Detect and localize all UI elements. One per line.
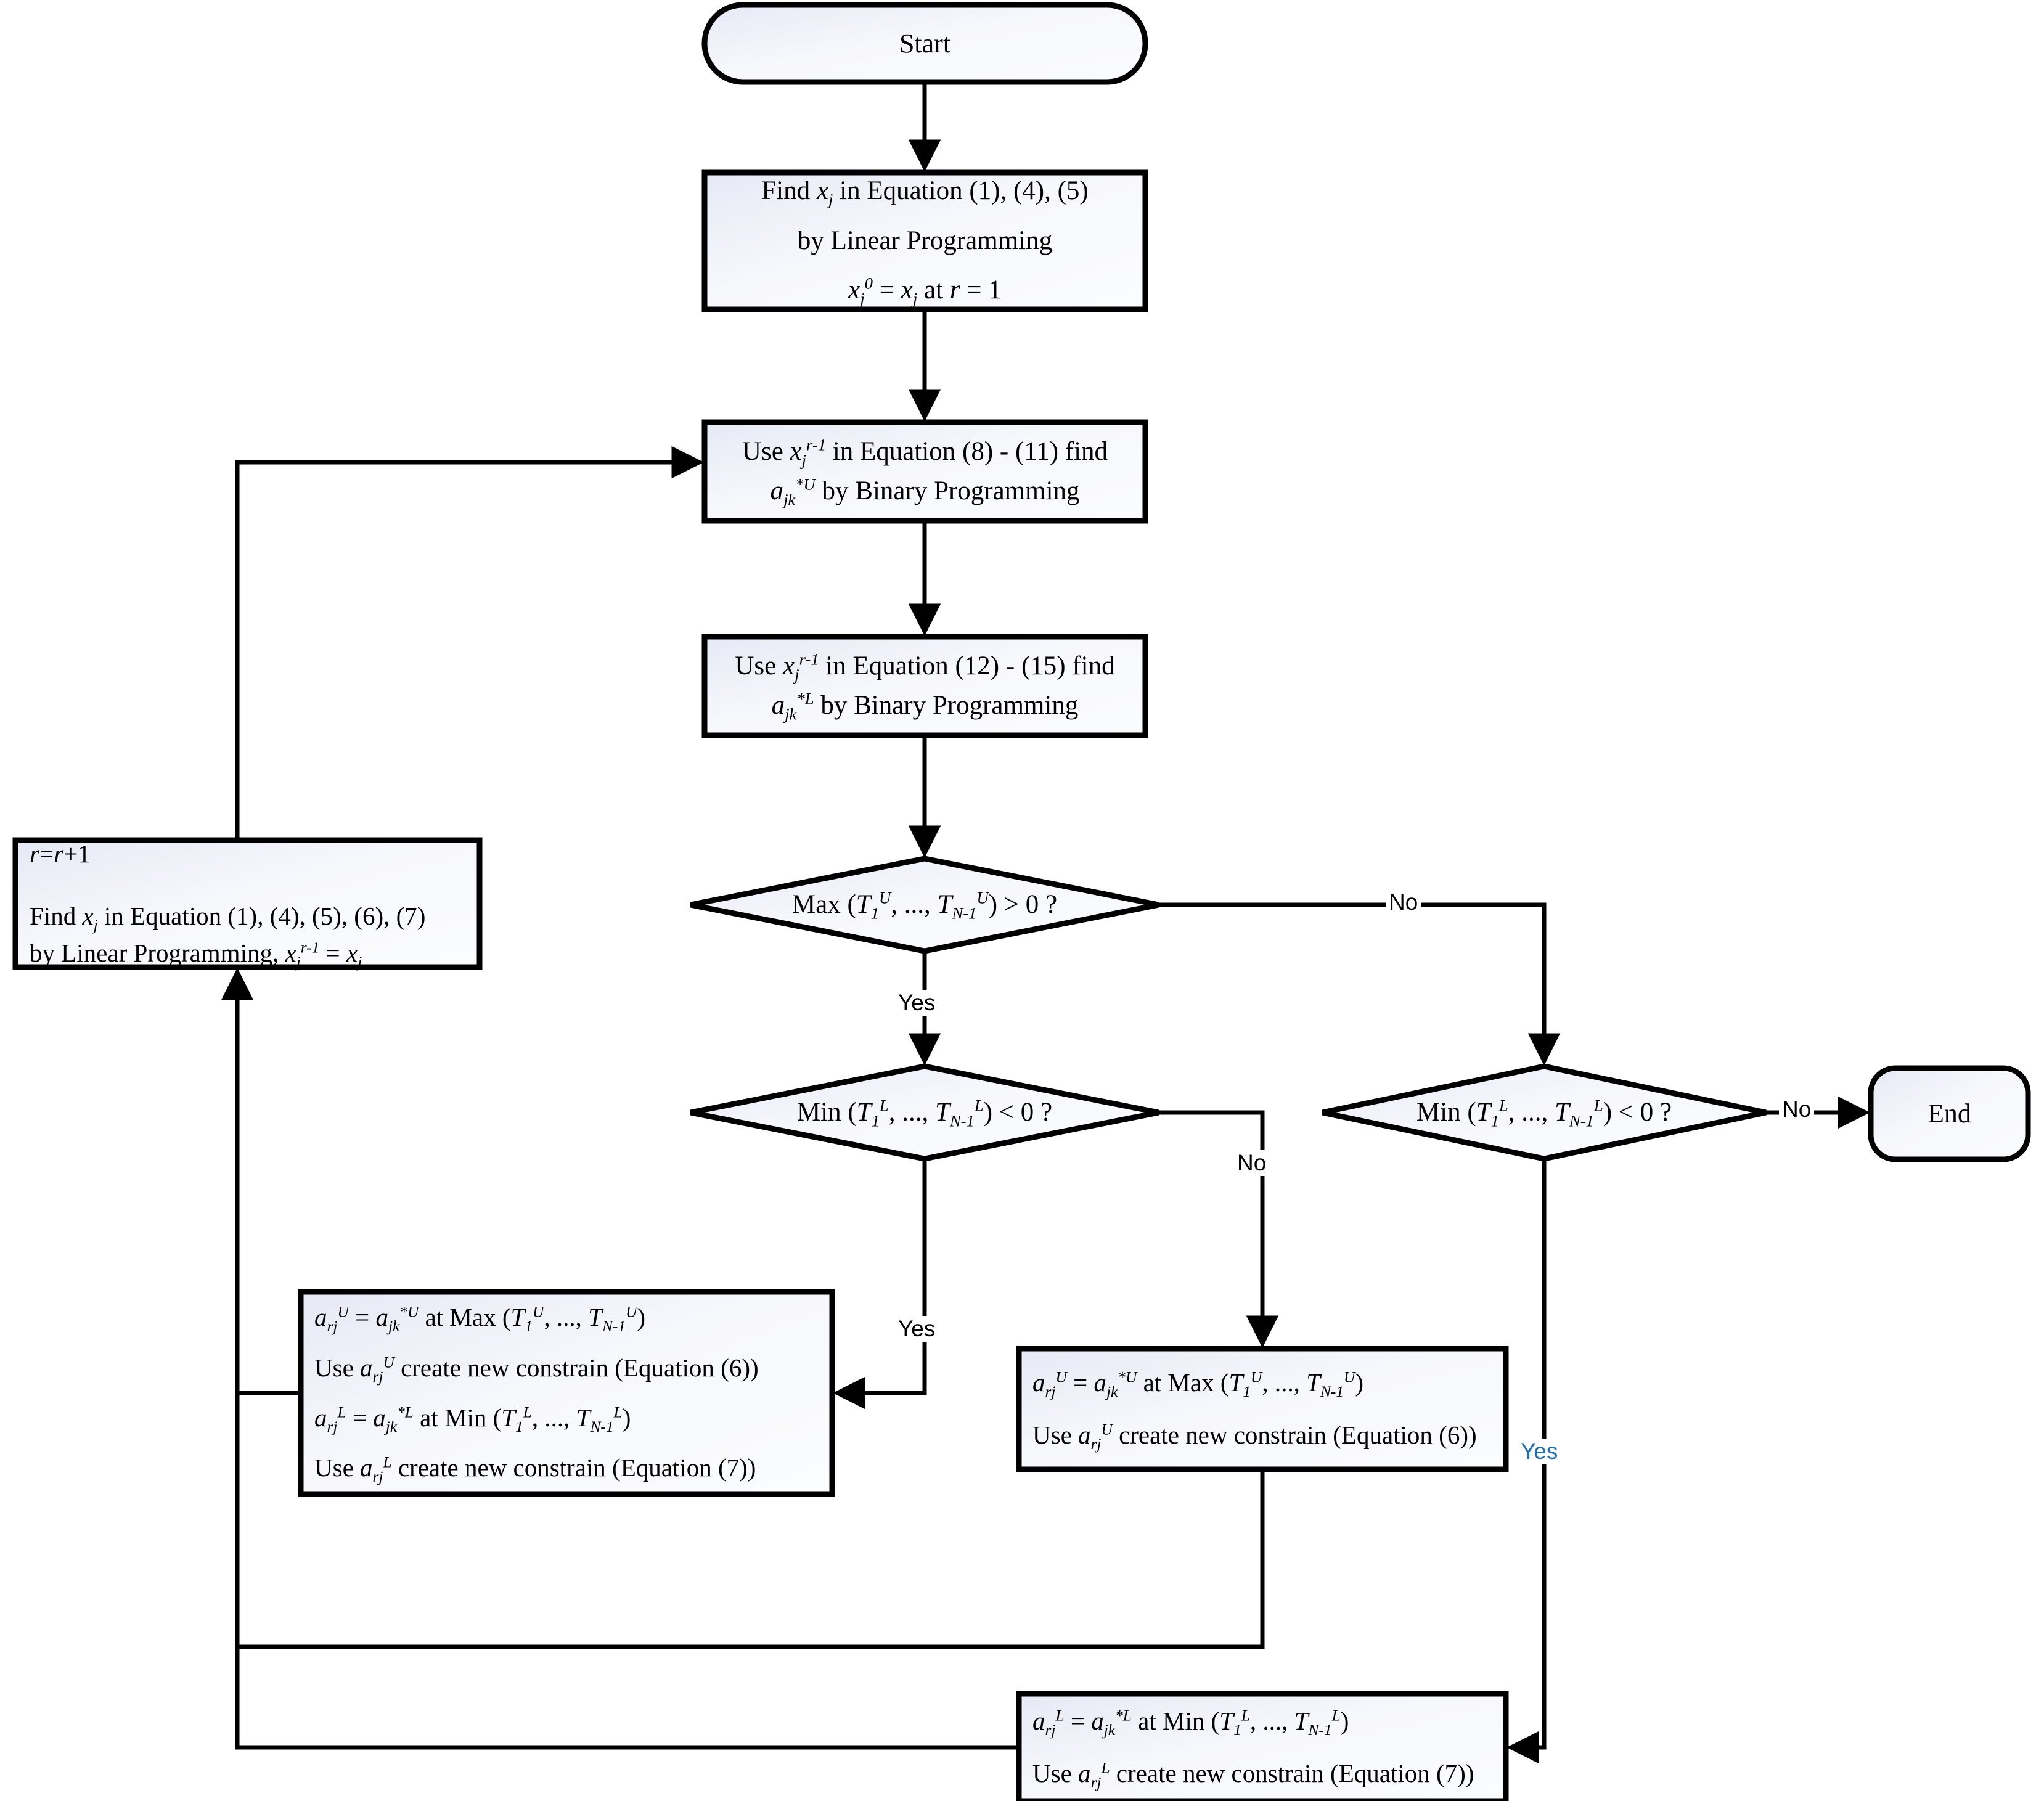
- edge-d2-yes-to-bigbox: [833, 1159, 927, 1410]
- edge-d1-no-to-d3: [1159, 902, 1561, 1066]
- node-bigbox: [298, 1289, 835, 1497]
- node-loop: [12, 837, 483, 970]
- edge-upperbox-to-loop: [237, 1469, 1265, 1649]
- node-lowerbox: [1016, 1691, 1509, 1801]
- node-p3: [701, 634, 1148, 738]
- node-upperbox: [1016, 1346, 1509, 1472]
- edge-d2-no-to-upperbox: [1159, 1110, 1279, 1348]
- node-d3: [1322, 1063, 1767, 1162]
- node-d2: [690, 1063, 1159, 1162]
- edge-lowerbox-to-loop: [235, 1393, 1019, 1750]
- node-p2: [701, 419, 1148, 524]
- node-end: [1868, 1065, 2031, 1162]
- edge-loop-to-p2: [235, 446, 704, 840]
- edge-d3-yes-to-lowerbox: [1506, 1159, 1547, 1764]
- edge-bigbox-to-loop: [221, 968, 301, 1395]
- node-start: [701, 2, 1148, 85]
- node-p1: [701, 169, 1148, 312]
- node-d1: [690, 856, 1159, 954]
